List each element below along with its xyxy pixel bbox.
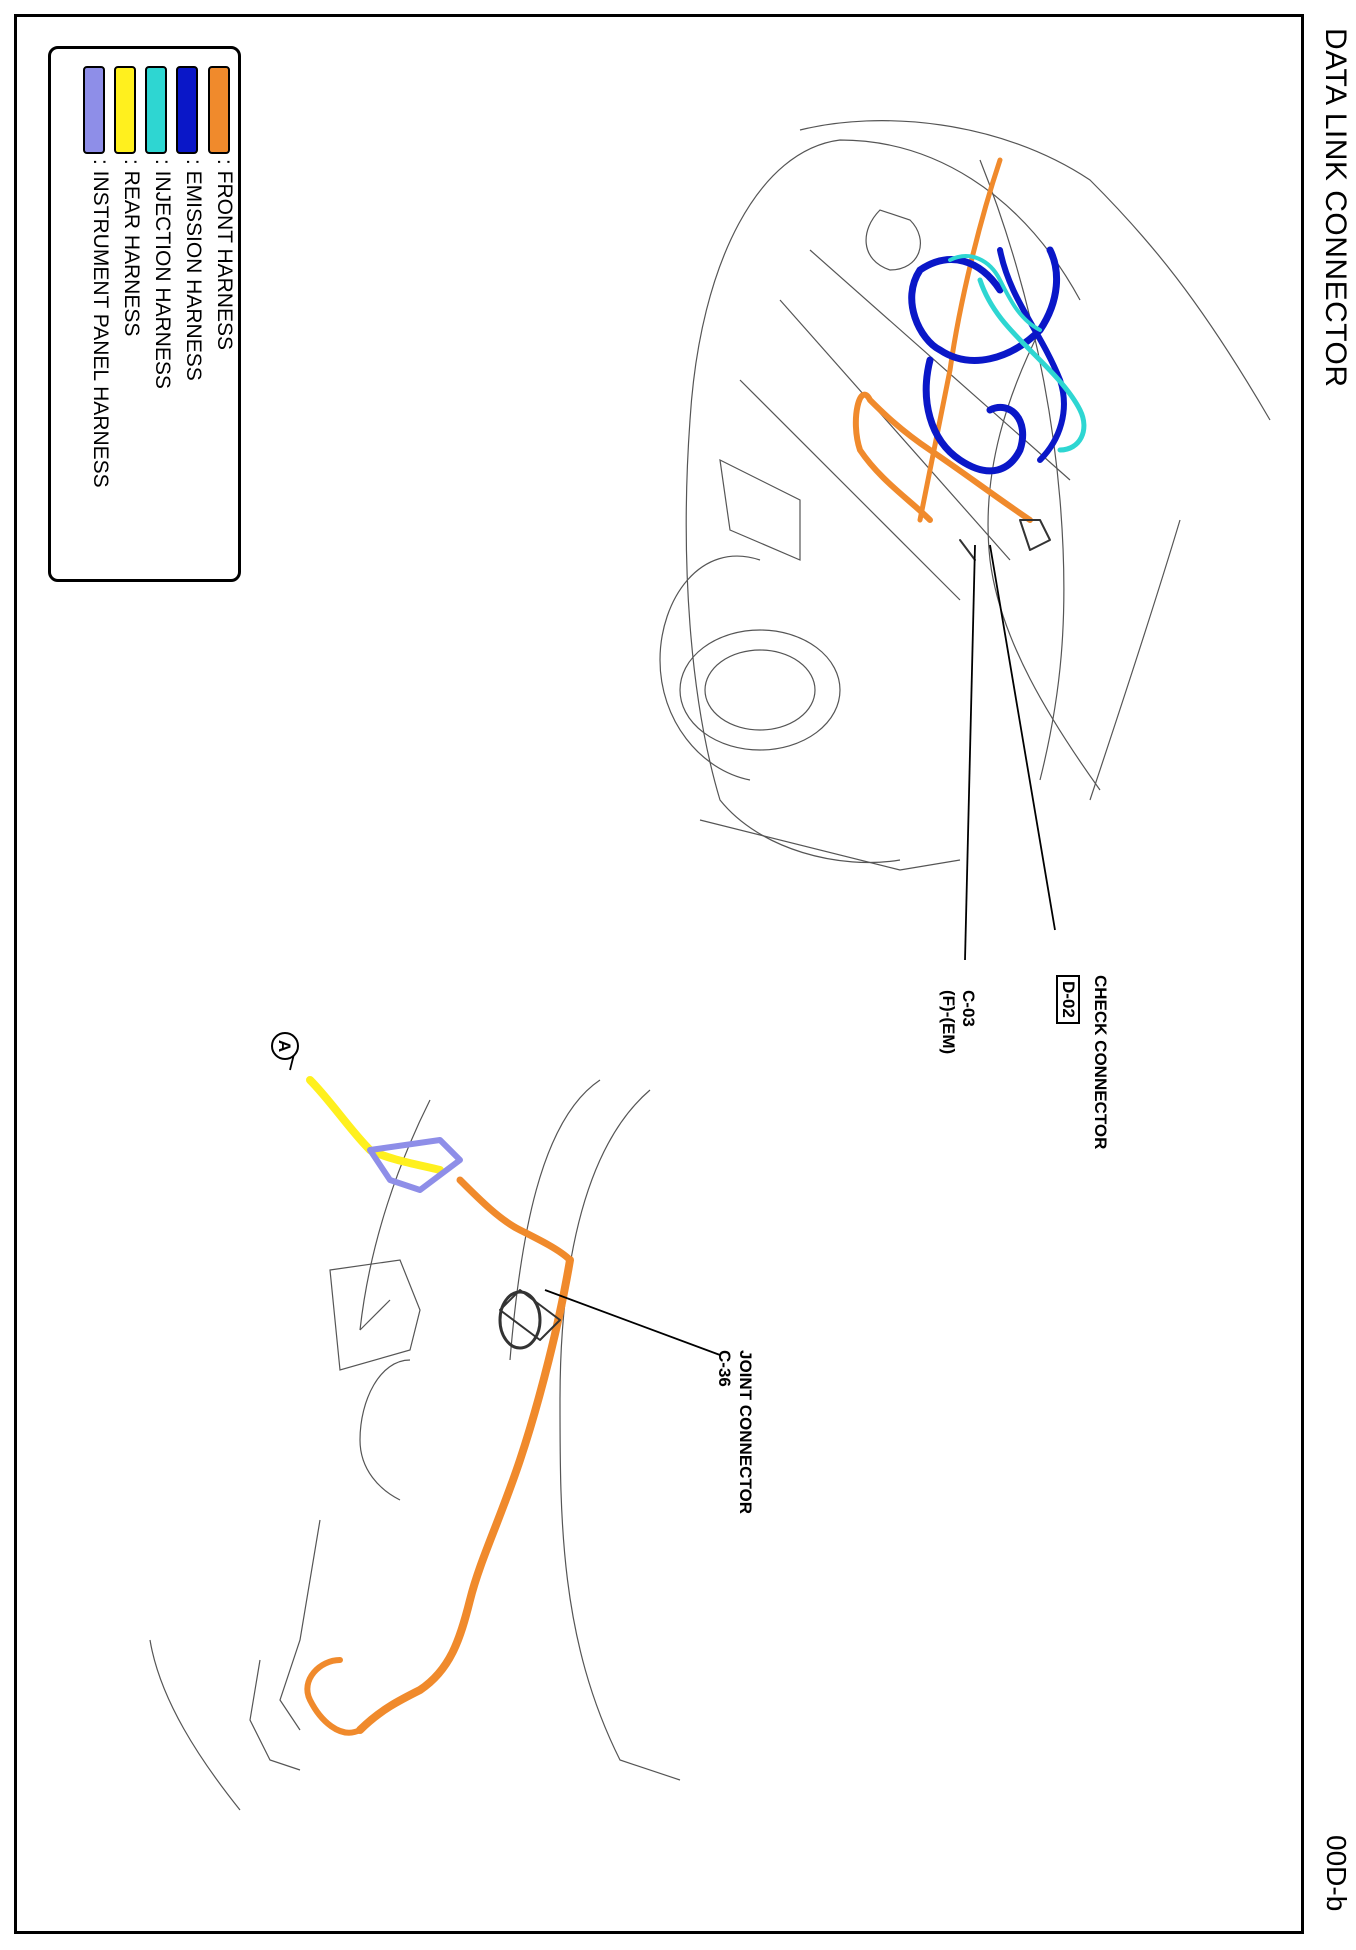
diagram-frame — [14, 14, 1304, 1934]
joint-connector-leader — [544, 1289, 721, 1356]
harness-legend: : FRONT HARNESS : EMISSION HARNESS : INJ… — [48, 46, 241, 582]
engine-bay-outline — [659, 120, 1271, 871]
legend-swatch-rear — [114, 66, 136, 154]
legend-swatch-instrument — [83, 66, 105, 154]
check-connector-leader — [989, 544, 1056, 931]
c03-leader — [964, 544, 976, 961]
engine-bay-harnesses — [852, 157, 1087, 561]
cabin-harnesses — [304, 1076, 574, 1736]
legend-swatch-injection — [145, 66, 167, 154]
cabin-leader-lines — [289, 1049, 721, 1356]
engine-leader-lines — [964, 544, 1056, 961]
cabin-outline — [149, 1079, 681, 1811]
marker-a-label: A — [275, 1040, 294, 1052]
marker-a-circle — [271, 1032, 299, 1060]
legend-swatch-front — [208, 66, 230, 154]
marker-a: A — [271, 1032, 299, 1060]
legend-swatch-emission — [176, 66, 198, 154]
